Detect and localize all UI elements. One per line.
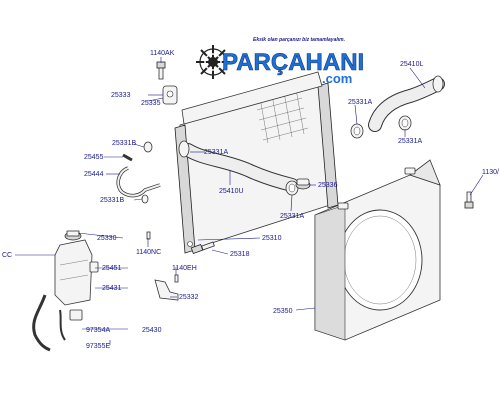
label-97355e: 97355E [86, 343, 110, 350]
watermark-name: PARÇAHANI [222, 49, 364, 76]
reservoir-bracket [69, 309, 83, 321]
watermark-domain: .com [322, 71, 352, 86]
label-25331b-bot: 25331B [100, 197, 124, 204]
label-25310: 25310 [262, 235, 282, 242]
label-25444: 25444 [84, 171, 104, 178]
leader-lines [15, 57, 484, 345]
part-labels: 1140AK 25333 25335 25410L 25331A 25331A … [2, 50, 499, 350]
label-1140eh: 1140EH [172, 265, 197, 272]
label-25350: 25350 [273, 308, 293, 315]
watermark-tagline: Eksik olan parçanızı biz tamamlayalım. [253, 37, 345, 43]
label-25410u: 25410U [219, 188, 244, 195]
upper-mount-bracket [162, 85, 178, 105]
label-25430: 25430 [142, 327, 162, 334]
cap-25451 [89, 261, 99, 273]
label-25431: 25431 [102, 285, 122, 292]
label-25455: 25455 [84, 154, 104, 161]
upper-hose-25410l [368, 75, 445, 132]
label-1130: 1130/ [482, 169, 499, 176]
lower-hose-25410u [178, 140, 299, 192]
label-25318: 25318 [230, 251, 250, 258]
label-1140nc: 1140NC [136, 249, 161, 256]
label-25332: 25332 [179, 294, 199, 301]
label-97354a: 97354A [86, 327, 110, 334]
gear-logo-icon [196, 45, 230, 79]
hose-clamp-upper-left [350, 123, 364, 139]
overflow-hose-25444 [116, 141, 161, 204]
label-25330: 25330 [97, 235, 117, 242]
hose-clamp-upper-right [398, 115, 412, 131]
hose-clamp-lower [285, 180, 299, 196]
bolt-1140eh [174, 274, 179, 283]
label-25451: 25451 [102, 265, 122, 272]
reservoir-tank-25430 [54, 230, 93, 306]
label-25331a-right: 25331A [398, 138, 422, 145]
label-25331b-top: 25331B [112, 140, 136, 147]
label-25333: 25333 [111, 92, 131, 99]
drain-plug-25318 [187, 241, 215, 255]
bolt-1140nc [146, 231, 151, 240]
watermark-logo: Eksik olan parçanızı biz tamamlayalım. P… [196, 37, 365, 86]
label-25336: 25336 [318, 182, 338, 189]
label-25410l: 25410L [400, 61, 423, 68]
label-25331a-low: 25331A [280, 213, 304, 220]
radiator-cap-25336 [295, 178, 311, 190]
lower-bracket-25332 [154, 279, 179, 301]
label-25331a-top: 25331A [348, 99, 372, 106]
label-1140ak: 1140AK [150, 50, 175, 57]
label-cc: CC [2, 252, 12, 259]
label-25331a-mid: 25331A [204, 149, 228, 156]
fan-shroud-25350 [314, 159, 441, 341]
bolt-1130 [464, 191, 474, 209]
reservoir-hose [32, 294, 66, 352]
label-25335: 25335 [141, 100, 161, 107]
bolt-1140ak [156, 61, 166, 80]
